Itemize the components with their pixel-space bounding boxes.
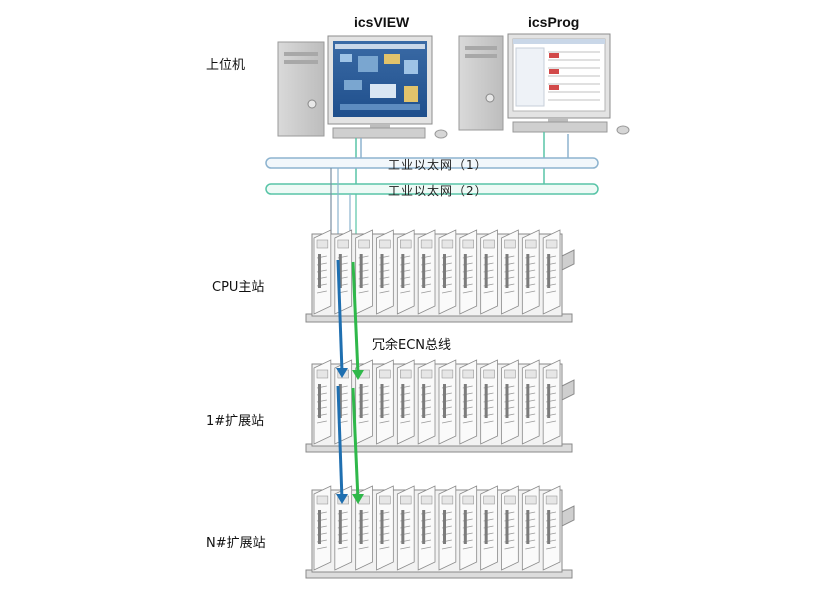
ethernet-2-label: 工业以太网（2）	[388, 184, 488, 198]
io-module	[417, 229, 436, 315]
mouse-1	[434, 129, 448, 139]
end-clamp	[561, 379, 575, 401]
io-module	[313, 359, 332, 445]
io-module	[376, 229, 394, 315]
icsprog-label: icsProg	[528, 14, 580, 30]
io-module	[438, 229, 457, 315]
rack-expansion-1	[305, 359, 575, 453]
keyboard-2	[512, 121, 608, 133]
io-module	[459, 229, 478, 315]
ecn-bus-cables	[336, 259, 364, 504]
io-module	[459, 485, 478, 571]
io-module	[396, 229, 415, 315]
io-module	[501, 229, 519, 315]
io-module	[396, 485, 415, 571]
io-module	[396, 359, 415, 445]
io-module	[480, 359, 498, 445]
workstation-icsview	[277, 35, 448, 139]
io-module	[542, 229, 561, 315]
cpu-station-label: CPU主站	[212, 280, 265, 295]
rack-cpu-station	[305, 229, 575, 323]
io-module	[501, 359, 519, 445]
ethernet-1-label: 工业以太网（1）	[388, 158, 488, 172]
ecn-green-cable-1	[351, 261, 360, 375]
expansion-n-label: N#扩展站	[206, 536, 266, 551]
io-module	[334, 485, 353, 571]
pc-tower-1	[277, 41, 325, 137]
ecn-bus-label: 冗余ECN总线	[372, 338, 452, 353]
io-module	[417, 485, 436, 571]
keyboard-1	[332, 127, 426, 139]
io-module	[542, 359, 561, 445]
io-module	[438, 485, 457, 571]
io-module	[313, 485, 332, 571]
rack-body	[311, 489, 563, 573]
io-module	[355, 359, 373, 445]
io-module	[542, 485, 561, 571]
icsview-label: icsVIEW	[354, 14, 410, 30]
ecn-blue-cable-2	[336, 385, 344, 501]
io-module	[480, 229, 498, 315]
io-module	[438, 359, 457, 445]
end-clamp	[561, 249, 575, 271]
mouse-2	[616, 125, 630, 135]
io-module	[355, 485, 373, 571]
ecn-blue-cable-1	[336, 259, 344, 373]
io-module	[521, 229, 540, 315]
io-module	[376, 359, 394, 445]
io-module	[459, 359, 478, 445]
pc-tower-2	[458, 35, 504, 131]
workstation-icsprog	[458, 33, 630, 135]
end-clamp	[561, 505, 575, 527]
io-module	[480, 485, 498, 571]
expansion-1-label: 1#扩展站	[206, 414, 265, 429]
host-label: 上位机	[206, 58, 246, 73]
io-module	[501, 485, 519, 571]
ethernet-1-bus	[265, 157, 599, 169]
ethernet-2-bus	[265, 183, 599, 195]
io-module	[521, 485, 540, 571]
io-module	[521, 359, 540, 445]
io-module	[313, 229, 332, 315]
io-module	[376, 485, 394, 571]
ecn-green-cable-2	[351, 387, 360, 501]
io-module	[355, 229, 373, 315]
io-module	[417, 359, 436, 445]
rack-expansion-n	[305, 485, 575, 579]
